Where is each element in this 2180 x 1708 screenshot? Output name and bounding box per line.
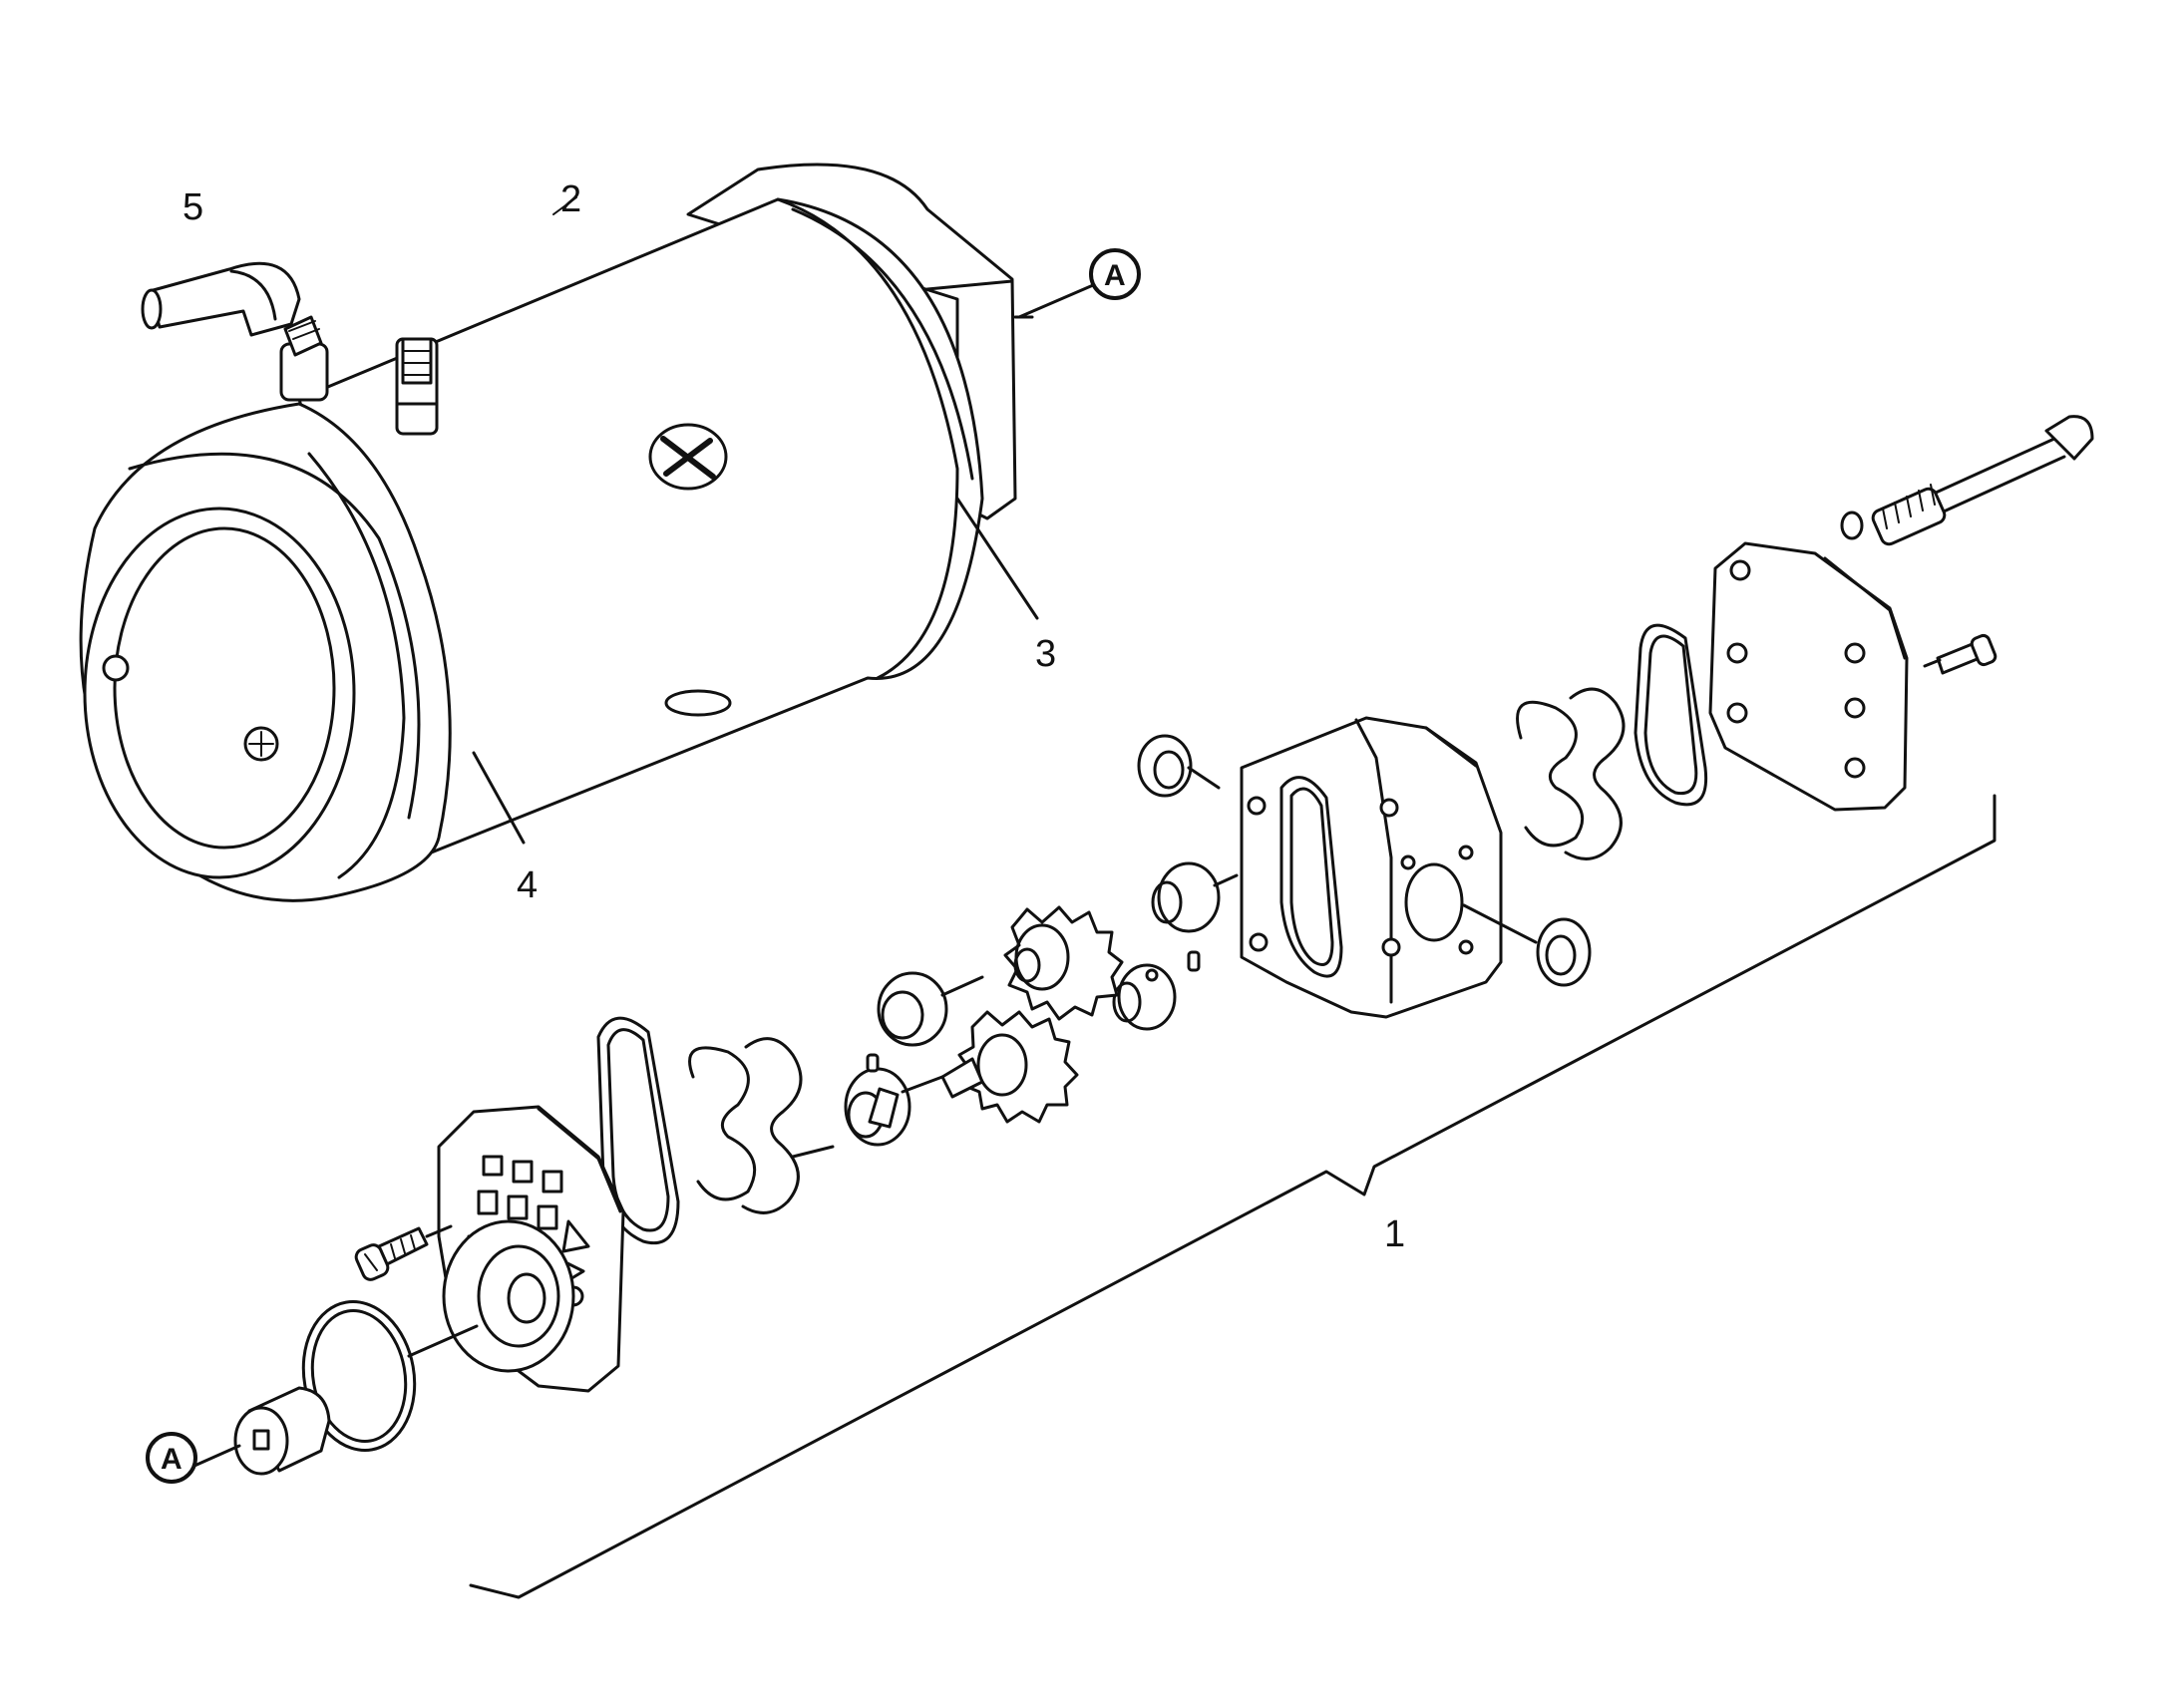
motor-body xyxy=(297,197,984,859)
bearing-upper xyxy=(877,971,984,1047)
callout-1: 1 xyxy=(1384,1213,1405,1255)
locating-pin xyxy=(1187,950,1201,972)
gear-lower xyxy=(940,1010,1079,1124)
inspection-window xyxy=(648,423,728,491)
bushing-upper xyxy=(1151,861,1239,933)
front-flange-cover xyxy=(437,1105,625,1393)
terminal-stud-left xyxy=(279,315,329,402)
o-ring-rear xyxy=(1634,623,1708,807)
svg-text:A: A xyxy=(161,1443,182,1476)
callout-5: 5 xyxy=(182,186,203,228)
assembly-bracket xyxy=(469,794,1997,1599)
flange-screw-left xyxy=(354,1224,453,1281)
callout-2: 2 xyxy=(560,178,581,220)
housing-plug-top xyxy=(1137,734,1221,798)
bushing-lower xyxy=(1112,963,1177,1031)
gear-upper xyxy=(1003,905,1124,1021)
front-cap-inner-face xyxy=(83,507,356,879)
lower-fitting xyxy=(664,689,732,717)
callout-4: 4 xyxy=(517,864,538,906)
through-bolt xyxy=(1871,415,2094,546)
pump-assembly xyxy=(192,415,2094,1476)
callout-labels: 1 2 3 4 5 xyxy=(182,178,1405,1255)
svg-text:A: A xyxy=(1104,259,1126,292)
bearing-lower xyxy=(844,1053,944,1147)
pump-housing xyxy=(1240,716,1503,1019)
bolt-washer xyxy=(1840,511,1864,540)
ref-marker-a-bottom: A xyxy=(146,1432,197,1484)
callout-3: 3 xyxy=(1035,633,1056,675)
cover-screw-right xyxy=(1923,633,1998,675)
motor-rear-housing xyxy=(686,163,1017,520)
motor-assembly xyxy=(79,163,1034,902)
housing-plug-bottom xyxy=(1462,903,1592,987)
shaft-coupling xyxy=(192,1386,331,1476)
terminal-stud-right xyxy=(395,337,439,436)
terminal-boot xyxy=(141,261,301,337)
seal-rings-front xyxy=(688,1037,835,1214)
rear-cover-plate xyxy=(1708,541,1909,812)
cap-bolt-upper xyxy=(102,654,130,682)
seal-rings-rear xyxy=(1516,687,1626,860)
ref-marker-a-top: A xyxy=(1089,248,1141,300)
o-ring-flange xyxy=(301,1300,479,1452)
